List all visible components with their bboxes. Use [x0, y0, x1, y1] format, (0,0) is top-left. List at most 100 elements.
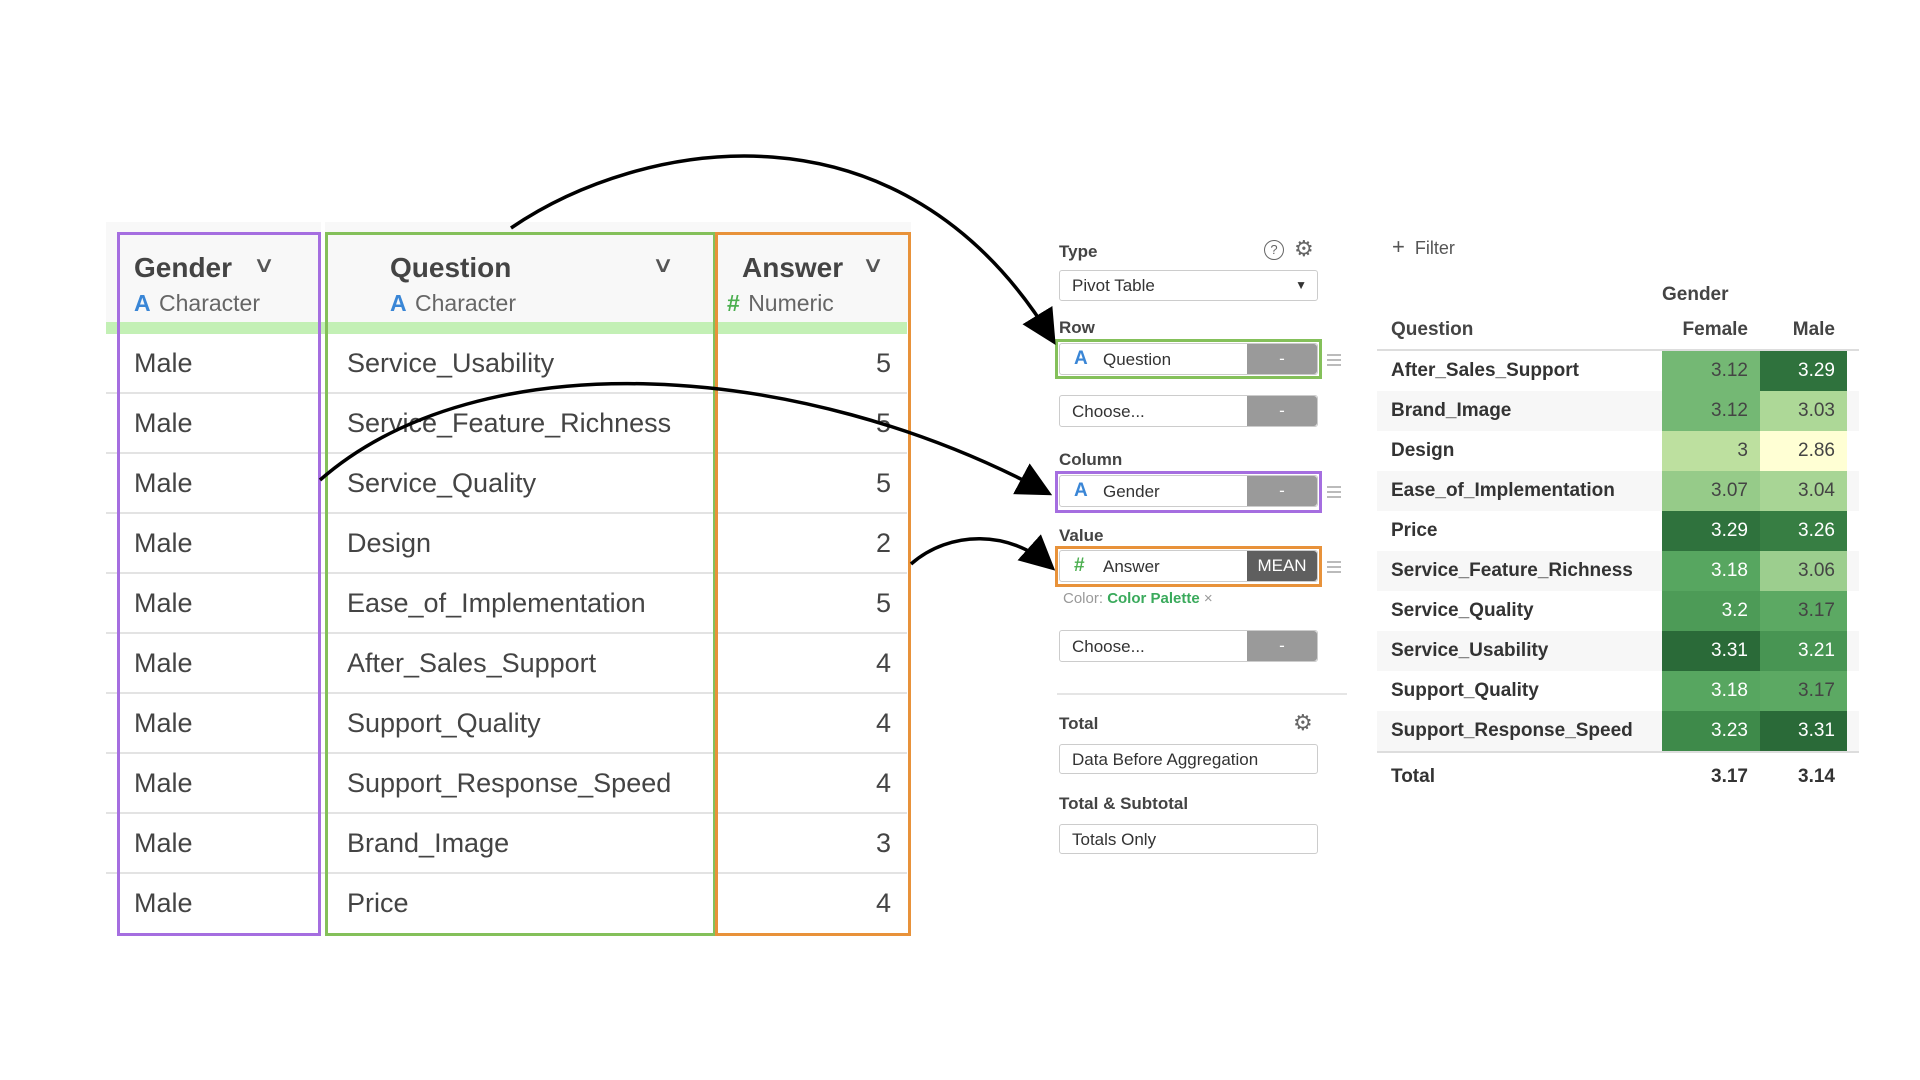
table-row: Male Price 4 — [106, 874, 907, 934]
pivot-row-label: Support_Quality — [1391, 680, 1539, 701]
total-gear-icon[interactable]: ⚙ — [1293, 710, 1313, 735]
question-cell: Design — [347, 528, 432, 558]
question-cell: Support_Response_Speed — [347, 768, 672, 798]
question-cell: Service_Feature_Richness — [347, 408, 672, 438]
numeric-type-icon: # — [1074, 555, 1085, 576]
drag-handle-icon[interactable] — [1327, 354, 1341, 366]
divider — [1057, 693, 1347, 695]
chevron-down-icon[interactable]: ∨ — [252, 252, 276, 277]
subtotal-select[interactable]: Totals Only — [1059, 824, 1318, 854]
column-type-label: Character — [415, 290, 516, 316]
character-type-icon: A — [134, 290, 151, 316]
answer-cell: 5 — [875, 588, 891, 618]
pivot-cell-female: 3.29 — [1662, 511, 1760, 551]
gear-icon[interactable]: ⚙ — [1294, 236, 1314, 261]
pivot-cell-male: 3.31 — [1760, 711, 1847, 751]
value-choose-button[interactable]: - — [1247, 631, 1317, 661]
column-type: A Character — [390, 290, 516, 317]
total-divider — [1377, 751, 1859, 753]
pivot-row-label: Service_Feature_Richness — [1391, 560, 1633, 581]
question-cell: Brand_Image — [347, 828, 510, 858]
table-row: Male After_Sales_Support 4 — [106, 634, 907, 694]
table-row: Male Support_Quality 4 — [106, 694, 907, 754]
drag-handle-icon[interactable] — [1327, 561, 1341, 573]
answer-cell: 4 — [875, 648, 891, 678]
pivot-cell-female: 3.23 — [1662, 711, 1760, 751]
pivot-row-label: Price — [1391, 520, 1438, 541]
question-cell: Price — [347, 888, 409, 918]
help-icon[interactable]: ? — [1264, 240, 1284, 260]
col-header-male: Male — [1792, 319, 1835, 340]
column-label: Column — [1059, 450, 1123, 469]
value-field-chip[interactable]: # Answer MEAN — [1059, 550, 1318, 582]
gender-cell: Male — [134, 468, 193, 498]
pivot-cell-male: 3.17 — [1760, 591, 1847, 631]
pivot-row-label: Service_Usability — [1391, 640, 1549, 661]
column-header-answer[interactable]: Answer ∨ # Numeric — [715, 222, 911, 322]
row-field-remove-button[interactable]: - — [1247, 344, 1317, 374]
drag-handle-icon[interactable] — [1327, 486, 1341, 498]
table-row: Male Service_Usability 5 — [106, 334, 907, 394]
header-strip — [106, 322, 907, 334]
column-field-remove-button[interactable]: - — [1247, 476, 1317, 506]
question-cell: After_Sales_Support — [347, 648, 597, 678]
filter-label: Filter — [1414, 238, 1455, 258]
gender-cell: Male — [134, 528, 193, 558]
value-choose-placeholder: Choose... — [1072, 637, 1145, 656]
answer-cell: 2 — [875, 528, 891, 558]
pivot-cell-female: 3.12 — [1662, 391, 1760, 431]
row-label: Row — [1059, 318, 1095, 337]
header-divider — [1377, 349, 1859, 351]
pivot-cell-male: 3.04 — [1760, 471, 1847, 511]
column-name: Answer — [742, 252, 844, 283]
pivot-row-label: After_Sales_Support — [1391, 360, 1579, 381]
value-label: Value — [1059, 526, 1104, 545]
color-palette-link[interactable]: Color Palette — [1107, 590, 1200, 607]
pivot-cell-male: 3.17 — [1760, 671, 1847, 711]
pivot-cell-male: 3.03 — [1760, 391, 1847, 431]
value-choose-field[interactable]: Choose... - — [1059, 630, 1318, 662]
color-remove-icon[interactable]: × — [1203, 590, 1213, 607]
chevron-down-icon[interactable]: ∨ — [651, 252, 675, 277]
row-choose-button[interactable]: - — [1247, 396, 1317, 426]
pivot-row-label: Design — [1391, 440, 1455, 461]
table-row: Male Brand_Image 3 — [106, 814, 907, 874]
total-select[interactable]: Data Before Aggregation — [1059, 744, 1318, 774]
type-select-value: Pivot Table — [1072, 276, 1155, 295]
pivot-cell-female: 3.2 — [1662, 591, 1760, 631]
answer-cell: 5 — [875, 468, 891, 498]
plus-icon: + — [1392, 234, 1405, 259]
column-group-header: Gender — [1662, 284, 1729, 305]
column-header-question[interactable]: Question ∨ A Character — [325, 222, 716, 322]
pivot-cell-female: 3.18 — [1662, 671, 1760, 711]
gender-cell: Male — [134, 348, 193, 378]
pivot-cell-male: 3.26 — [1760, 511, 1847, 551]
question-cell: Service_Quality — [347, 468, 537, 498]
total-male: 3.14 — [1798, 766, 1835, 787]
add-filter-button[interactable]: + Filter — [1392, 234, 1455, 260]
pivot-row-label: Service_Quality — [1391, 600, 1534, 621]
answer-cell: 5 — [875, 348, 891, 378]
row-field-name: Question — [1103, 350, 1172, 369]
gender-cell: Male — [134, 408, 193, 438]
type-select[interactable]: Pivot Table▼ — [1059, 270, 1318, 301]
aggregation-mean-button[interactable]: MEAN — [1247, 551, 1317, 581]
value-field-name: Answer — [1103, 557, 1160, 576]
table-row: Male Support_Response_Speed 4 — [106, 754, 907, 814]
column-field-name: Gender — [1103, 482, 1160, 501]
column-header-gender[interactable]: Gender ∨ A Character — [106, 222, 321, 322]
total-female: 3.17 — [1711, 766, 1748, 787]
chevron-down-icon[interactable]: ∨ — [861, 252, 885, 277]
row-choose-field[interactable]: Choose... - — [1059, 395, 1318, 427]
table-row: Male Design 2 — [106, 514, 907, 574]
pivot-cell-male: 3.29 — [1760, 351, 1847, 391]
row-choose-placeholder: Choose... — [1072, 402, 1145, 421]
